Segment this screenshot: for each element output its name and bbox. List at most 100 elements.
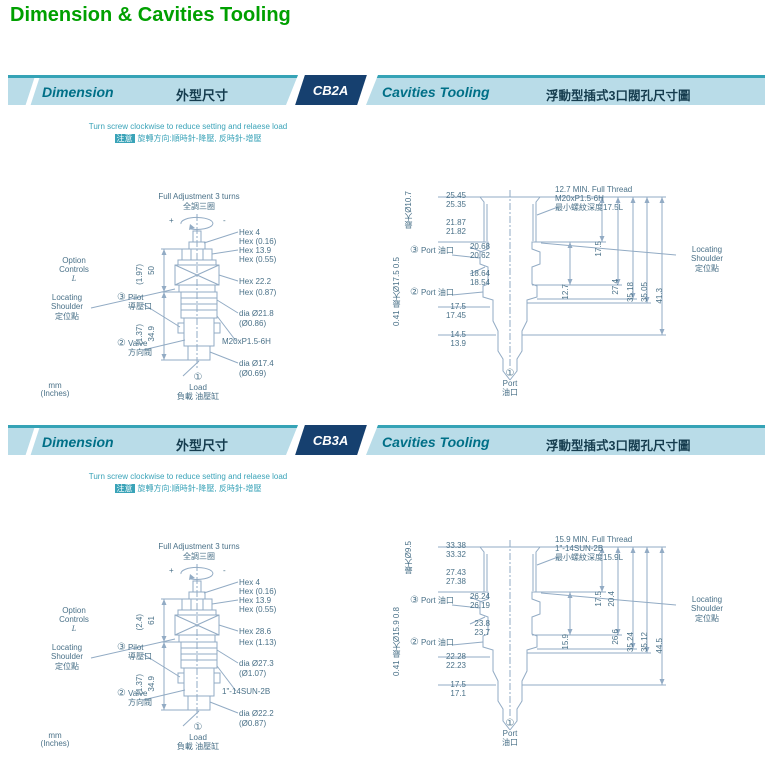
hex-label: Hex (0.55) bbox=[239, 255, 277, 264]
cavity-dim-value: 33.32 bbox=[445, 550, 466, 559]
full-adjustment-label: Full Adjustment 3 turns bbox=[158, 192, 240, 201]
thread-note-zh: 最小螺紋深度17.5L bbox=[555, 203, 624, 212]
cavity-dim-value: 21.87 bbox=[445, 218, 466, 227]
cavity-dim-value: 23.8 bbox=[474, 619, 490, 628]
cavity-dim-value: 17.45 bbox=[445, 311, 466, 320]
hex-label: Hex 13.9 bbox=[239, 596, 272, 605]
circled-2-icon: ② bbox=[410, 637, 419, 648]
note-text: 旋轉方向:順時針-降壓, 反時針-增壓 bbox=[137, 134, 262, 143]
max-diameter-label: 0.41 最大Ø15.9 0.8 bbox=[392, 607, 401, 676]
diameter-label: (Ø0.87) bbox=[239, 719, 267, 728]
cavity-drawing: 15.9 MIN. Full Thread 1"-14SUN-2B 最小螺紋深度… bbox=[390, 535, 765, 763]
dimension-drawing: Full Adjustment 3 turns 全調三圈 + - Hex 4 H… bbox=[23, 540, 303, 762]
load-port-callout: ① Load 負載 油壓缸 bbox=[153, 723, 243, 752]
length-dim-mm: 61 bbox=[147, 616, 156, 625]
diameter-label: dia Ø17.4 bbox=[239, 359, 274, 368]
cavity-dim-value: 20.62 bbox=[469, 251, 490, 260]
hex-label: Hex 28.6 bbox=[239, 627, 272, 636]
option-controls-label: Controls bbox=[59, 265, 89, 274]
locating-shoulder-label: Shoulder bbox=[50, 652, 84, 661]
cavity-dim-value: 20.68 bbox=[469, 242, 490, 251]
pilot-port-callout: ③ Pilot 導壓口 bbox=[117, 293, 152, 312]
cavities-header-bar: Cavities Tooling 浮動型插式3口閥孔尺寸圖 bbox=[366, 75, 765, 105]
depth-dim: 15.9 bbox=[561, 634, 570, 650]
cavity-dim-value: 17.1 bbox=[450, 689, 466, 698]
locating-shoulder-label-zh: 定位點 bbox=[55, 312, 79, 321]
model-code: CB3A bbox=[313, 432, 349, 448]
note-line2: 注意旋轉方向:順時針-降壓, 反時針-增壓 bbox=[38, 483, 338, 494]
dimension-title-zh: 外型尺寸 bbox=[176, 88, 229, 103]
hex-label: Hex 4 bbox=[239, 228, 260, 237]
circled-2-icon: ② bbox=[117, 688, 126, 699]
depth-dim: 17.5 bbox=[594, 241, 603, 257]
dimension-header-bar: Dimension 外型尺寸 bbox=[8, 425, 298, 455]
hex-label: Hex (0.16) bbox=[239, 237, 277, 246]
note-line2: 注意旋轉方向:順時針-降壓, 反時針-增壓 bbox=[38, 133, 338, 144]
plus-sign: + bbox=[169, 216, 174, 225]
cavity-dim-value: 26.19 bbox=[469, 601, 490, 610]
depth-dim: 35.24 bbox=[626, 632, 635, 653]
cavities-header-bar: Cavities Tooling 浮動型插式3口閥孔尺寸圖 bbox=[366, 425, 765, 455]
option-controls-label: Option bbox=[62, 256, 86, 265]
model-badge: CB2A bbox=[295, 75, 367, 105]
cavity-dim-value: 27.43 bbox=[445, 568, 466, 577]
cavity-dim-value: 26.24 bbox=[469, 592, 490, 601]
port-name-zh: 負載 油壓缸 bbox=[176, 392, 220, 402]
cavities-title: Cavities Tooling bbox=[382, 84, 490, 100]
minus-sign: - bbox=[223, 216, 226, 225]
option-length-label: L bbox=[71, 624, 77, 633]
panel-cb3a: Dimension 外型尺寸 CB3A Cavities Tooling 浮動型… bbox=[8, 420, 765, 751]
cavities-title-zh: 浮動型插式3口閥孔尺寸圖 bbox=[546, 89, 691, 103]
cavities-title-zh: 浮動型插式3口閥孔尺寸圖 bbox=[546, 439, 691, 453]
dimension-title-zh: 外型尺寸 bbox=[176, 438, 229, 453]
port2-label: ② Port 油口 bbox=[410, 288, 454, 298]
cavity-dim-value: 25.45 bbox=[445, 191, 466, 200]
port-text: Port 油口 bbox=[420, 288, 454, 297]
load-port-callout: ① Load 負載 油壓缸 bbox=[153, 372, 243, 402]
dimension-header-bar: Dimension 外型尺寸 bbox=[8, 75, 298, 105]
dimension-title: Dimension bbox=[42, 434, 114, 450]
port-text-zh: 油口 bbox=[502, 738, 518, 748]
valve-port-callout: ② Valve 方向閥 bbox=[117, 338, 152, 358]
max-diameter-label: 0.41 最大Ø17.5 0.5 bbox=[392, 257, 401, 326]
model-code: CB2A bbox=[313, 82, 349, 98]
diameter-label: dia Ø21.8 bbox=[239, 309, 274, 318]
note-line1: Turn screw clockwise to reduce setting a… bbox=[88, 472, 288, 481]
port-text: Port 油口 bbox=[420, 638, 454, 647]
locating-shoulder-label: Locating bbox=[691, 245, 723, 254]
diameter-label: dia Ø27.3 bbox=[239, 659, 274, 668]
circled-2-icon: ② bbox=[117, 338, 126, 349]
cavity-dim-value: 23.7 bbox=[474, 628, 490, 637]
circled-3-icon: ③ bbox=[410, 245, 419, 256]
port3-label: ③ Port 油口 bbox=[410, 596, 454, 606]
locating-shoulder-label: Locating bbox=[51, 293, 83, 302]
thread-label: 1"-14SUN-2B bbox=[222, 687, 271, 696]
port-text: Port 油口 bbox=[420, 596, 454, 605]
port-name: Load bbox=[189, 733, 207, 742]
hex-label: Hex 22.2 bbox=[239, 277, 272, 286]
max-diameter-label: 最大Ø10.7 bbox=[404, 191, 413, 229]
cavity-drawing: 12.7 MIN. Full Thread M20xP1.5-6H 最小螺紋深度… bbox=[390, 185, 765, 413]
diameter-label: (Ø0.86) bbox=[239, 319, 267, 328]
plus-sign: + bbox=[169, 566, 174, 575]
cavity-dim-value: 14.5 bbox=[450, 330, 466, 339]
port2-label: ② Port 油口 bbox=[410, 638, 454, 648]
locating-shoulder-label: Locating bbox=[51, 643, 83, 652]
locating-shoulder-label: Shoulder bbox=[50, 302, 84, 311]
circled-1-icon: ① bbox=[193, 372, 203, 383]
dimension-drawing: Full Adjustment 3 turns 全調三圈 + - Hex 4 H… bbox=[23, 190, 303, 412]
dimension-title: Dimension bbox=[42, 84, 114, 100]
thread-note: 1"-14SUN-2B bbox=[555, 544, 604, 553]
hex-label: Hex (1.13) bbox=[239, 638, 277, 647]
units-label: mm bbox=[48, 381, 62, 390]
note-badge: 注意 bbox=[114, 484, 135, 493]
circled-3-icon: ③ bbox=[117, 642, 126, 653]
locating-shoulder-label-zh: 定位點 bbox=[695, 264, 719, 273]
port-name: Pilot bbox=[127, 293, 144, 302]
note-text: 旋轉方向:順時針-降壓, 反時針-增壓 bbox=[137, 484, 262, 493]
cavities-title: Cavities Tooling bbox=[382, 434, 490, 450]
cavity-dim-value: 22.23 bbox=[445, 661, 466, 670]
thread-note: 15.9 MIN. Full Thread bbox=[555, 535, 633, 544]
thread-note: 12.7 MIN. Full Thread bbox=[555, 185, 633, 194]
units-label: (Inches) bbox=[40, 739, 70, 748]
